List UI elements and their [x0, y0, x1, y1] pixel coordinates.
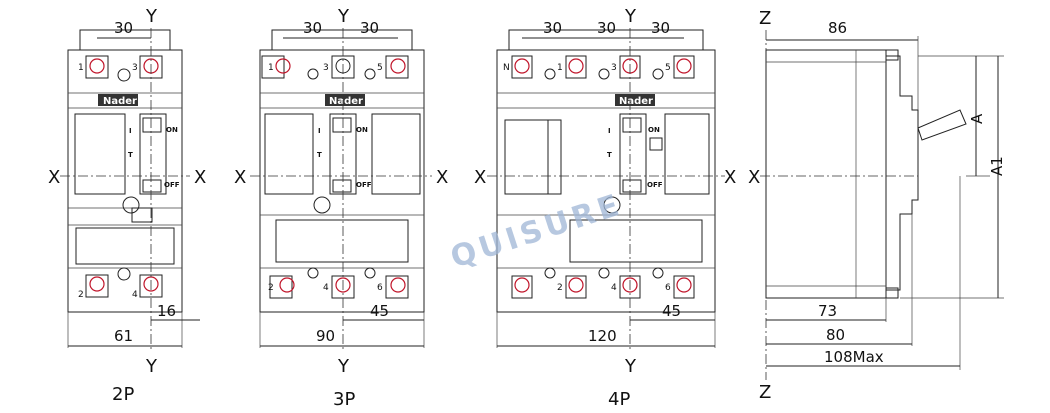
4p-dim-half: 45 [662, 302, 681, 320]
4p-label-on: ON [648, 126, 660, 134]
2p-dial [122, 196, 140, 214]
2p-num-1: 1 [78, 63, 84, 73]
2p-num-2: 2 [78, 290, 84, 300]
2p-dim-pitch: 30 [114, 19, 133, 37]
view-4p: Nader N 1 3 5 2 4 6 I ON OFF T 30 [474, 6, 736, 410]
side-body-outline [765, 49, 887, 299]
4p-body-outline [496, 49, 716, 313]
4p-axis-x-right: X [724, 167, 736, 188]
3p-terminal-bottom-4 [335, 277, 351, 293]
3p-axis-y-top: Y [337, 6, 350, 27]
3p-terminal-bottom-2 [279, 277, 295, 293]
4p-axis-y-bottom: Y [624, 356, 637, 377]
3p-terminal-top-1 [275, 58, 291, 74]
2p-terminal-top-1 [89, 58, 105, 74]
pole-label-2p: 2P [112, 384, 134, 405]
2p-axis-y-bottom: Y [145, 356, 158, 377]
4p-label-t: T [607, 151, 612, 159]
2p-label-i: I [129, 127, 132, 135]
2p-axis-x-left: X [48, 167, 60, 188]
pole-label-4p: 4P [608, 389, 630, 410]
side-axis-z-top: Z [759, 8, 771, 29]
2p-body-outline [67, 49, 183, 313]
side-dim-80: 80 [826, 326, 845, 344]
side-dim-108max: 108Max [824, 348, 884, 366]
3p-num-3: 3 [323, 63, 329, 73]
4p-num-5: 5 [665, 63, 671, 73]
3p-dim-pitch-right: 30 [360, 19, 379, 37]
4p-terminal-top-5 [676, 58, 692, 74]
2p-axis-x-right: X [194, 167, 206, 188]
3p-axis-x-right: X [436, 167, 448, 188]
3p-label-i: I [318, 127, 321, 135]
3p-num-2: 2 [268, 283, 274, 293]
2p-label-off: OFF [164, 181, 180, 189]
2p-terminal-bottom-2 [89, 276, 105, 292]
2p-num-3: 3 [132, 63, 138, 73]
3p-dim-half: 45 [370, 302, 389, 320]
4p-label-off: OFF [647, 181, 663, 189]
3p-axis-x-left: X [234, 167, 246, 188]
3p-terminal-bottom-6 [390, 277, 406, 293]
4p-terminal-top-n [514, 58, 530, 74]
3p-terminal-top-5 [390, 58, 406, 74]
2p-num-4: 4 [132, 290, 138, 300]
4p-terminal-bottom-4 [622, 277, 638, 293]
4p-brand-text: Nader [619, 96, 653, 107]
4p-axis-y-top: Y [624, 6, 637, 27]
3p-dim-pitch-left: 30 [303, 19, 322, 37]
3p-label-on: ON [356, 126, 368, 134]
pole-label-3p: 3P [333, 389, 355, 410]
2p-label-on: ON [166, 126, 178, 134]
3p-body-outline [259, 49, 425, 313]
4p-num-n: N [503, 63, 510, 73]
4p-dim-pitch-3: 30 [651, 19, 670, 37]
2p-top-terminal-block [79, 29, 171, 50]
side-dim-a1: A1 [988, 156, 1006, 176]
2p-brand-plate [98, 94, 138, 106]
3p-label-off: OFF [356, 181, 372, 189]
view-side: 86 A A1 73 80 108Max Z Z X [748, 8, 1006, 403]
4p-num-6: 6 [665, 283, 671, 293]
side-dim-73: 73 [818, 302, 837, 320]
view-3p: Nader 1 3 5 2 4 6 I ON OFF T 30 30 90 [234, 6, 448, 410]
2p-brand-text: Nader [103, 96, 137, 107]
3p-num-4: 4 [323, 283, 329, 293]
side-axis-x: X [748, 167, 760, 188]
3p-num-6: 6 [377, 283, 383, 293]
2p-dim-width: 61 [114, 327, 133, 345]
4p-terminal-bottom-2 [568, 277, 584, 293]
2p-dim-offset: 16 [157, 302, 176, 320]
4p-num-3: 3 [611, 63, 617, 73]
side-handle [917, 109, 967, 141]
2p-label-t: T [128, 151, 133, 159]
side-dim-a: A [968, 113, 986, 124]
view-2p: Nader 1 3 2 4 I ON OFF T 30 61 [48, 6, 206, 405]
3p-axis-y-bottom: Y [337, 356, 350, 377]
3p-label-t: T [317, 151, 322, 159]
3p-num-1: 1 [268, 63, 274, 73]
4p-terminal-bottom-6 [676, 277, 692, 293]
3p-dim-width: 90 [316, 327, 335, 345]
3p-brand-text: Nader [329, 96, 363, 107]
2p-section-lines [68, 92, 182, 269]
4p-dim-width: 120 [588, 327, 617, 345]
4p-axis-x-left: X [474, 167, 486, 188]
4p-dim-pitch-1: 30 [543, 19, 562, 37]
4p-num-2: 2 [557, 283, 563, 293]
side-axis-z-bottom: Z [759, 382, 771, 403]
4p-num-4: 4 [611, 283, 617, 293]
side-dim-86: 86 [828, 19, 847, 37]
4p-terminal-top-1 [568, 58, 584, 74]
2p-axis-y-top: Y [145, 6, 158, 27]
3p-num-5: 5 [377, 63, 383, 73]
4p-num-1: 1 [557, 63, 563, 73]
4p-dim-pitch-2: 30 [597, 19, 616, 37]
4p-label-i: I [608, 127, 611, 135]
